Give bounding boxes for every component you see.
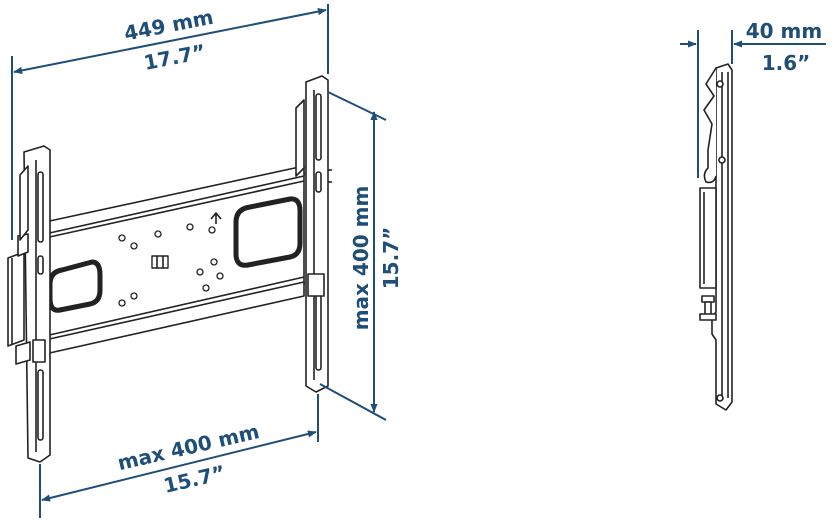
dim-extension-line xyxy=(327,91,387,121)
left-vertical-arm xyxy=(7,145,51,463)
bottom-width-mm-label: max 400 mm xyxy=(115,419,261,475)
up-arrow-icon xyxy=(210,212,222,224)
dimensions xyxy=(11,4,826,518)
right-height-mm-label: max 400 mm xyxy=(349,186,373,331)
right-vertical-arm xyxy=(295,75,332,393)
dim-extension-line xyxy=(319,383,387,421)
horizontal-plate xyxy=(44,165,305,355)
right-height-inch-label: 15.7” xyxy=(379,227,403,290)
dim-line-bottom-width xyxy=(41,430,317,502)
depth-inch-label: 1.6” xyxy=(762,51,811,75)
front-view xyxy=(7,75,332,463)
dim-line-top-width xyxy=(13,8,327,74)
bottom-width-inch-label: 15.7” xyxy=(161,460,227,497)
depth-mm-label: 40 mm xyxy=(746,19,822,43)
side-view xyxy=(699,63,733,411)
